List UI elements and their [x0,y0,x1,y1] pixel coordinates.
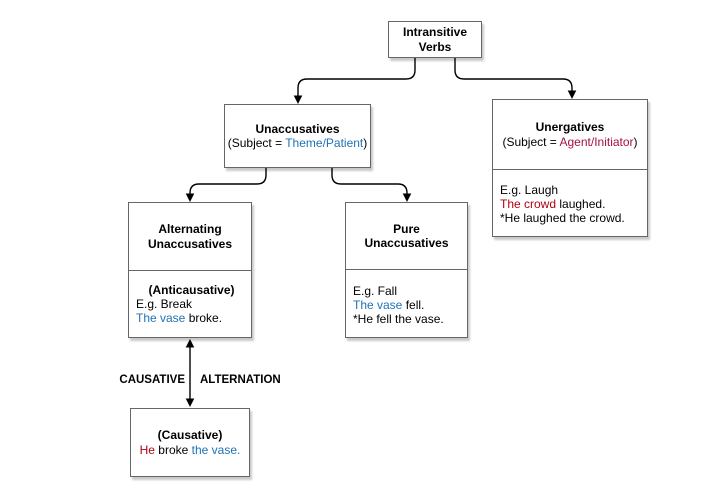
sentence-rest: laughed. [556,197,606,212]
alternating-examples: (Anticausative) E.g. Break The vase brok… [129,271,251,337]
example-label: E.g. Laugh [500,183,559,197]
intransitive-title-line2: Verbs [418,39,452,54]
pure-header: Pure Unaccusatives [346,203,467,270]
subtype-label: (Causative) [157,428,223,443]
arrow-unaccusatives-to-alternating [189,168,267,194]
arrow-intransitive-to-unergatives [454,58,573,91]
grammatical-sentence: The vase broke. [136,311,247,325]
arrowhead-down-icon [185,398,195,407]
example-label: E.g. Fall [353,284,398,298]
unaccusatives-box: Unaccusatives (Subject = Theme/Patient) [224,104,371,168]
alternating-title-line2: Unaccusatives [147,236,233,251]
sentence-rest: fell. [402,298,425,313]
subject-suffix: ) [633,134,638,149]
sentence-verb: broke [154,442,192,457]
unergatives-subject-line: (Subject = Agent/Initiator) [493,135,647,149]
pure-title-line2: Unaccusatives [364,236,449,250]
grammatical-sentence: The crowd laughed. [500,197,643,211]
pure-unaccusatives-box: Pure Unaccusatives E.g. Fall The vase fe… [345,202,468,338]
pure-title-line1: Pure [393,221,420,236]
causative-sentence: He broke the vase. [131,443,249,457]
sentence-subject: The crowd [500,197,557,212]
intransitive-verbs-box: Intransitive Verbs [388,21,482,58]
unaccusatives-subject-line: (Subject = Theme/Patient) [225,136,370,150]
subject-role-agent-initiator: Agent/Initiator [559,134,634,149]
subject-role-theme-patient: Theme/Patient [285,136,364,150]
sentence-subject: The vase [353,298,403,313]
unaccusatives-title: Unaccusatives [255,121,340,136]
causative-box: (Causative) He broke the vase. [130,408,250,477]
grammatical-sentence: The vase fell. [353,298,463,312]
alternating-header: Alternating Unaccusatives [129,203,251,271]
subject-prefix: (Subject = [502,134,560,149]
arrowhead-down-icon [402,193,412,202]
subject-suffix: ) [363,136,368,150]
unergatives-box: Unergatives (Subject = Agent/Initiator) … [492,99,648,237]
example-label: E.g. Break [136,297,193,312]
alternating-unaccusatives-box: Alternating Unaccusatives (Anticausative… [128,202,252,338]
causative-alternation-label-left: CAUSATIVE [119,374,185,386]
ungrammatical-sentence: *He laughed the crowd. [500,211,625,226]
sentence-subject: He [139,442,155,457]
unergatives-examples: E.g. Laugh The crowd laughed. *He laughe… [493,170,647,236]
causative-alternation-label-right: ALTERNATION [200,374,281,386]
arrowhead-down-icon [185,193,195,202]
alternating-title-line1: Alternating [158,222,222,237]
subtype-label: (Anticausative) [148,283,235,297]
unergatives-title: Unergatives [535,120,605,135]
arrowhead-down-icon [567,90,577,99]
arrowhead-up-icon [185,339,195,348]
subject-prefix: (Subject = [227,136,286,150]
arrow-intransitive-to-unaccusatives [297,58,416,96]
sentence-object: the vase. [191,442,241,457]
ungrammatical-sentence: *He fell the vase. [353,312,444,327]
intransitive-title-line1: Intransitive [402,25,468,40]
sentence-subject: The vase [136,311,186,326]
unergatives-header: Unergatives (Subject = Agent/Initiator) [493,100,647,170]
pure-examples: E.g. Fall The vase fell. *He fell the va… [346,270,467,337]
arrow-unaccusatives-to-pure [331,168,408,194]
sentence-rest: broke. [185,311,223,326]
arrowhead-down-icon [293,95,303,104]
